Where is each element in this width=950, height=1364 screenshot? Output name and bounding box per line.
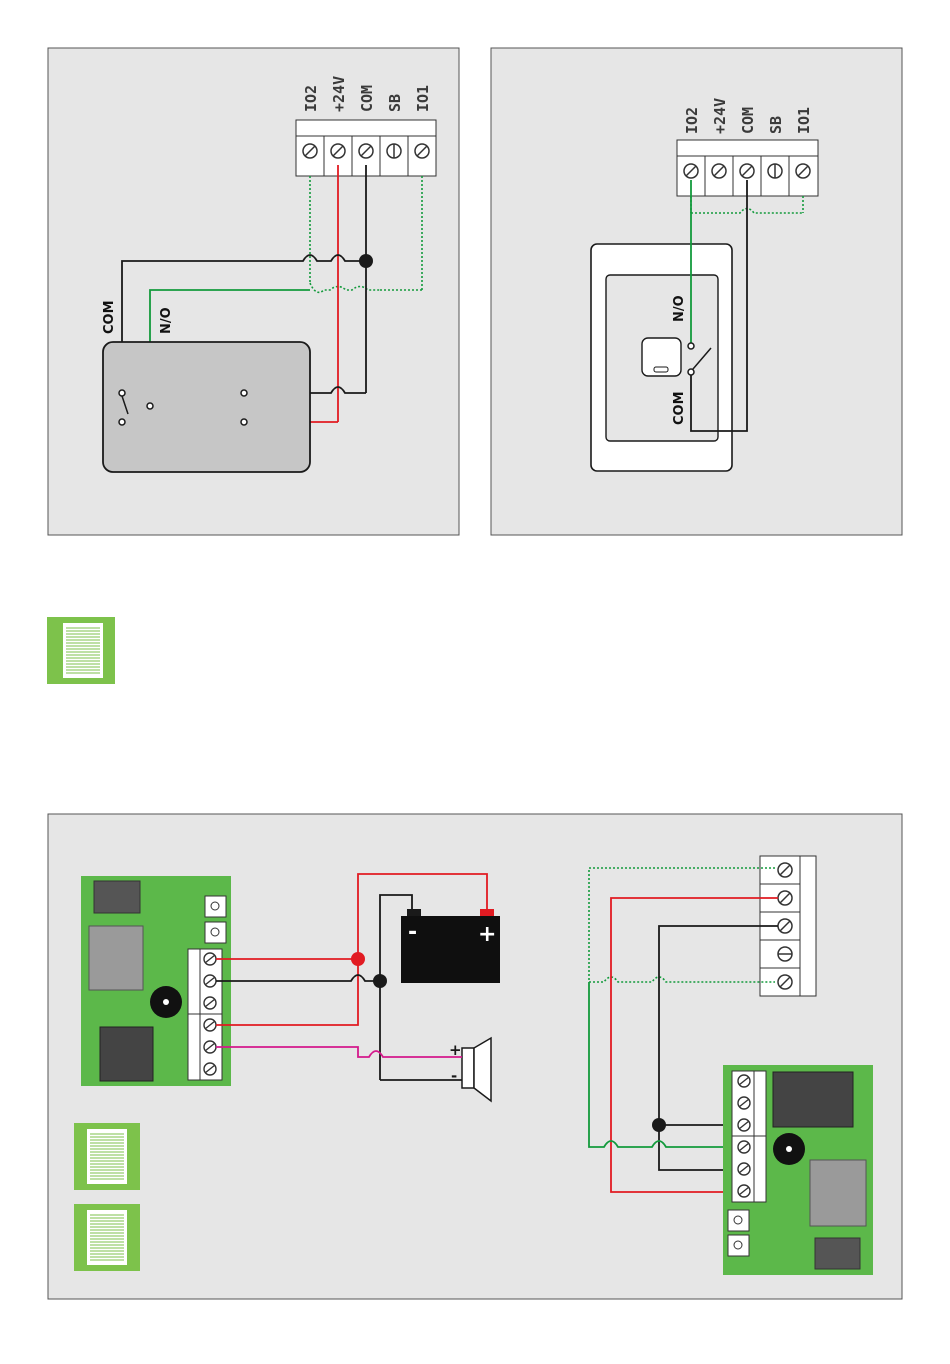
screw-terminal: [796, 164, 810, 178]
terminal-label-com: COM: [739, 107, 757, 134]
junction-dot: [359, 254, 373, 268]
siren-minus-label: -: [451, 1067, 457, 1085]
screw-terminal: [387, 144, 401, 158]
control-board: [723, 1065, 873, 1275]
screw-terminal: [768, 164, 782, 178]
terminal-label-sb: SB: [386, 94, 404, 112]
screw-terminal: [331, 144, 345, 158]
screw-terminal: [303, 144, 317, 158]
relay-wiring-panel: IO2 +24V COM SB IO1: [48, 48, 459, 535]
terminal-label-24v: +24V: [711, 98, 729, 134]
screw-terminal: [684, 164, 698, 178]
switch-no-label: N/O: [672, 295, 687, 322]
terminal-label-com: COM: [358, 85, 376, 112]
screw-terminal: [415, 144, 429, 158]
terminal-label-io1: IO1: [414, 85, 432, 112]
terminal-label-sb: SB: [767, 116, 785, 134]
relay-device: [103, 342, 310, 472]
terminal-label-io1: IO1: [795, 107, 813, 134]
document-icon: [47, 617, 115, 684]
control-board: [81, 876, 231, 1086]
battery-siren-panel: - + + -: [48, 814, 902, 1299]
junction-dot: [351, 952, 365, 966]
terminal-label-io2: IO2: [302, 85, 320, 112]
screw-terminal: [712, 164, 726, 178]
document-icon: [74, 1204, 140, 1271]
switch-com-label: COM: [672, 391, 687, 425]
screw-terminal: [740, 164, 754, 178]
wall-switch-plate: [591, 244, 732, 471]
screw-terminal: [359, 144, 373, 158]
battery-minus-label: -: [408, 920, 417, 945]
document-icon: [74, 1123, 140, 1190]
relay-com-label: COM: [102, 300, 117, 334]
relay-no-label: N/O: [159, 307, 174, 334]
switch-wiring-panel: IO2 +24V COM SB IO1: [491, 48, 902, 535]
junction-dot: [373, 974, 387, 988]
junction-dot: [652, 1118, 666, 1132]
terminal-label-io2: IO2: [683, 107, 701, 134]
battery-plus-label: +: [478, 922, 496, 947]
battery: - +: [401, 909, 500, 983]
terminal-label-24v: +24V: [330, 76, 348, 112]
